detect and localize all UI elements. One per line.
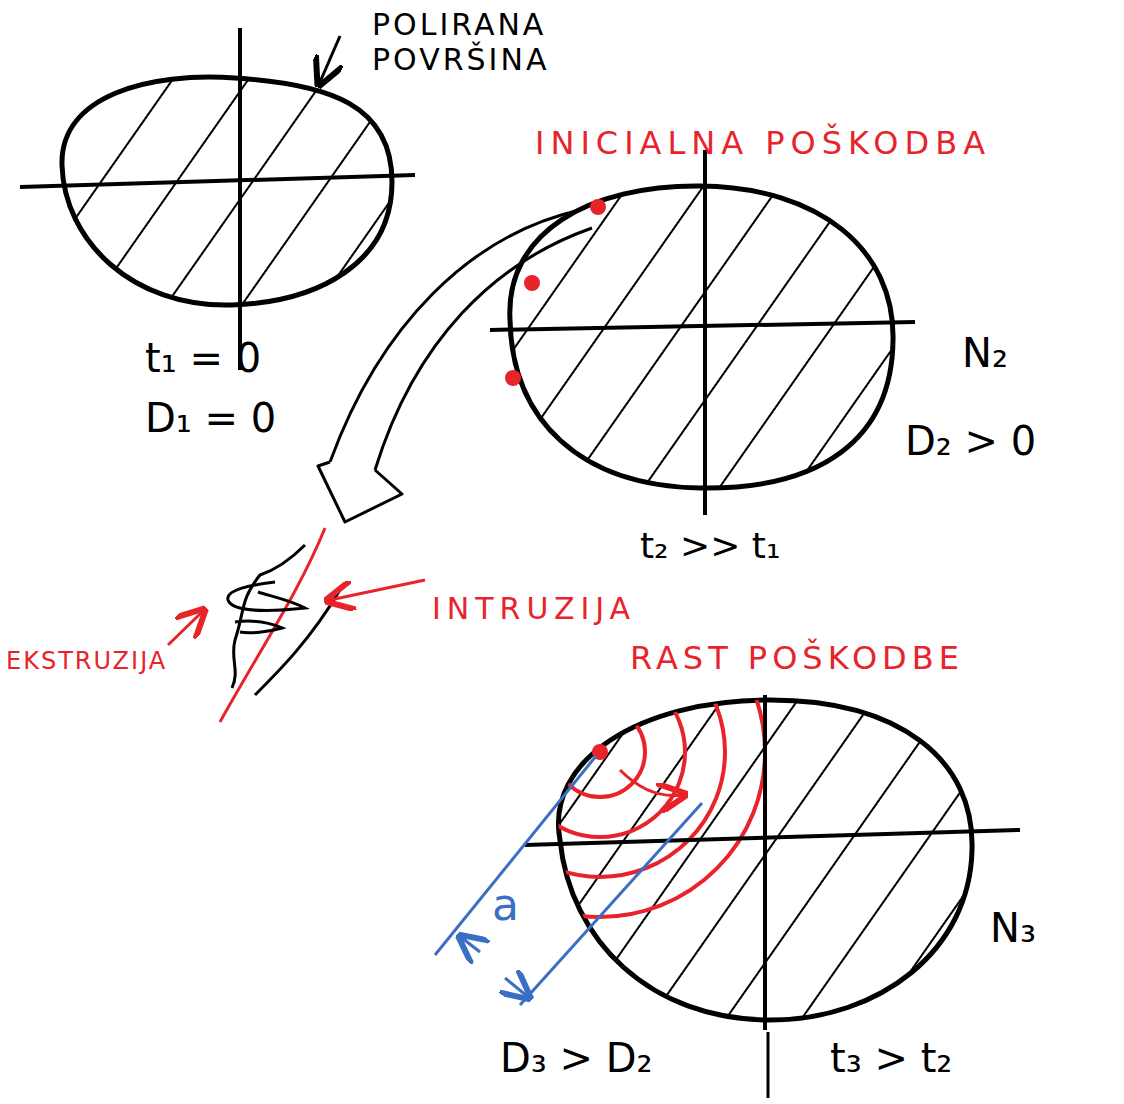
note-label: POLIRANA POVRŠINA <box>372 8 662 77</box>
stage-label: INICIALNA POŠKODBA <box>535 125 991 162</box>
damage-label: D₁ = 0 <box>145 395 276 441</box>
feature-label: EKSTRUZIJA <box>6 648 167 676</box>
stage-label: RAST POŠKODBE <box>630 640 964 677</box>
time-label: t₃ > t₂ <box>830 1035 952 1081</box>
cycle-label: N₃ <box>990 905 1036 951</box>
cross-section <box>510 186 893 488</box>
time-label: t₂ >> t₁ <box>640 525 780 566</box>
dimension-label: a <box>492 880 519 931</box>
feature-label: INTRUZIJA <box>432 592 636 627</box>
cross-section <box>62 77 392 305</box>
time-label: t₁ = 0 <box>145 335 261 381</box>
damage-label: D₃ > D₂ <box>500 1035 653 1081</box>
cycle-label: N₂ <box>962 330 1008 376</box>
damage-label: D₂ > 0 <box>905 418 1036 464</box>
